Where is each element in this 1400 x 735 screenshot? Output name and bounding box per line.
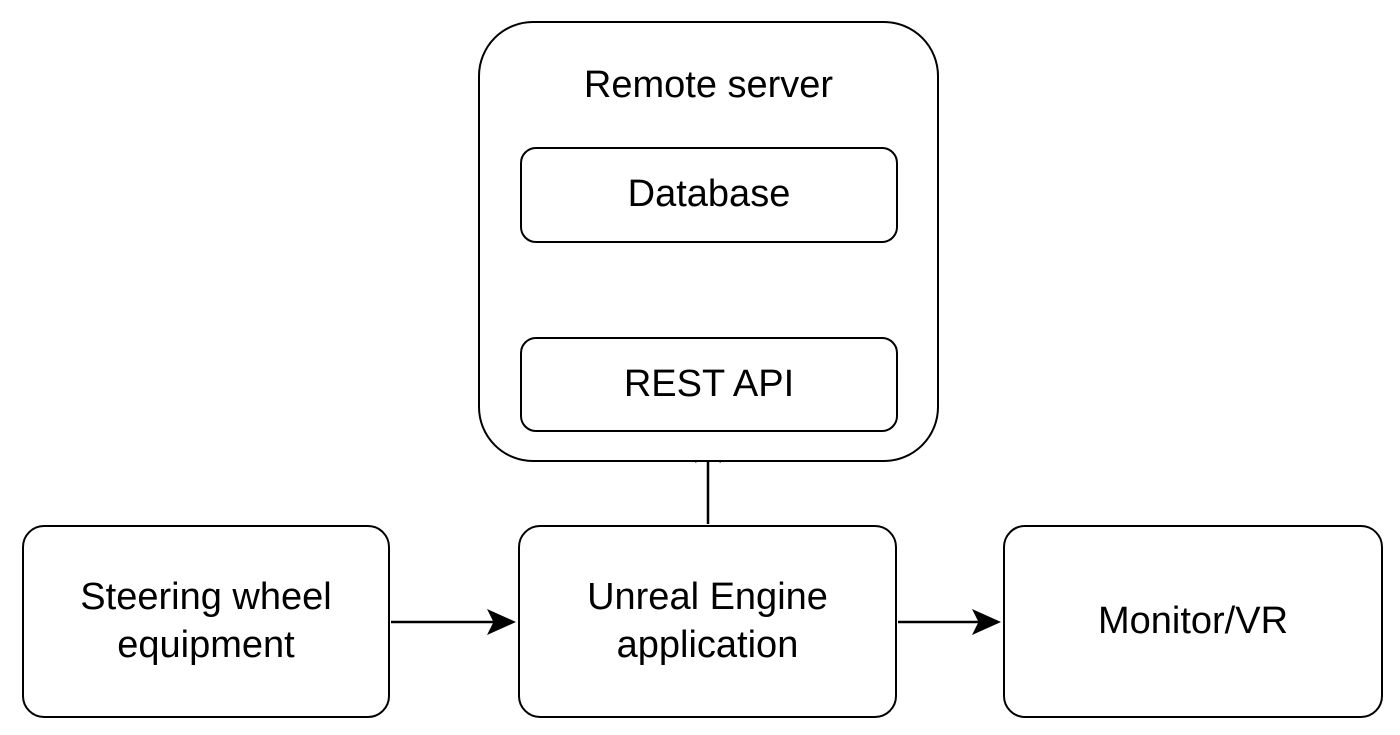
unreal-engine-application-label: Unreal Engine application [587,574,828,669]
arrowhead-right-icon [487,609,516,635]
monitor-vr-node: Monitor/VR [1003,525,1383,718]
steering-wheel-equipment-node: Steering wheel equipment [22,525,390,718]
label-line-2: equipment [117,623,295,666]
edge-steering-to-unreal [391,609,516,635]
steering-wheel-equipment-label: Steering wheel equipment [80,574,331,669]
rest-api-node: REST API [520,337,898,432]
database-label: Database [627,173,791,216]
unreal-engine-application-node: Unreal Engine application [518,525,897,718]
label-line-2: application [616,623,799,666]
edge-unreal-to-monitor [898,609,1001,635]
remote-server-label: Remote server [583,64,834,106]
rest-api-label: REST API [623,362,795,405]
arrowhead-right-icon [972,609,1001,635]
label-line-1: Unreal Engine [587,576,828,618]
monitor-vr-label: Monitor/VR [1097,599,1289,642]
database-node: Database [520,147,898,243]
label-line-1: Steering wheel [80,576,332,618]
